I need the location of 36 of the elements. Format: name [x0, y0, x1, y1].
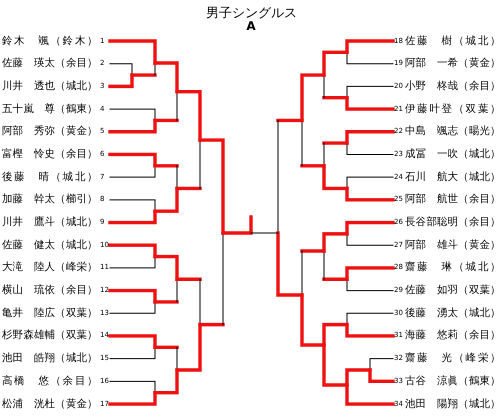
player-name: 成冨 一吹（城北） [405, 148, 500, 161]
player-name: 佐藤 瑛太（余目） [2, 57, 97, 70]
player-name: 加藤 幹太（櫛引） [2, 193, 97, 206]
bracket-title: 男子シングルス [205, 6, 298, 21]
player-name: 小野 柊哉（余目） [405, 80, 500, 93]
player-name: 阿部 航世（余目） [405, 193, 500, 206]
player-name: 後藤 晴（城北） [2, 170, 97, 184]
player-name: 中島 颯志（暘光） [405, 125, 500, 138]
player-name: 富樫 怜史（余目） [2, 148, 97, 161]
player-name: 川井 透也（城北） [2, 80, 97, 93]
player-name: 池田 皓翔（城北） [2, 352, 97, 366]
player-name: 齋藤 琳（城北） [405, 261, 500, 274]
player-name: 佐藤 樹（城北） [405, 34, 500, 48]
player-name: 伊藤叶登（双葉） [405, 102, 500, 116]
player-name: 佐藤 健太（城北） [2, 238, 97, 252]
player-name: 阿部 秀弥（黄金） [2, 125, 97, 138]
player-name: 大滝 陸人（峰栄） [2, 261, 97, 274]
player-name: 石川 航大（城北） [405, 170, 500, 184]
player-name: 阿部 雄斗（黄金） [405, 238, 500, 252]
player-name: 池田 陽翔（城北） [405, 398, 500, 411]
player-name: 後藤 湧太（城北） [405, 306, 500, 320]
player-name: 川井 鷹斗（城北） [2, 216, 97, 230]
player-name: 高橋 悠（余目） [2, 374, 97, 388]
player-name: 佐藤 如羽（双葉） [405, 284, 500, 298]
player-name: 海藤 悠莉（余目） [405, 329, 500, 342]
player-name: 古谷 涼眞（鶴東） [405, 374, 500, 388]
player-name: 長谷部聡明（余目） [405, 216, 500, 230]
player-name: 亀井 陸広（双葉） [2, 306, 97, 320]
player-name: 横山 琉依（余目） [2, 284, 97, 298]
player-name: 鈴木 颯（鈴木） [2, 34, 97, 48]
player-name: 松浦 洸杜（黄金） [2, 398, 97, 411]
player-name: 阿部 一希（黄金） [405, 57, 500, 70]
player-name: 杉野森雄輔（双葉） [2, 329, 97, 342]
bracket-subtitle: A [245, 20, 257, 33]
player-name: 五十嵐 尊（鶴東） [2, 102, 97, 116]
player-name: 齋藤 光（峰栄） [405, 352, 500, 366]
